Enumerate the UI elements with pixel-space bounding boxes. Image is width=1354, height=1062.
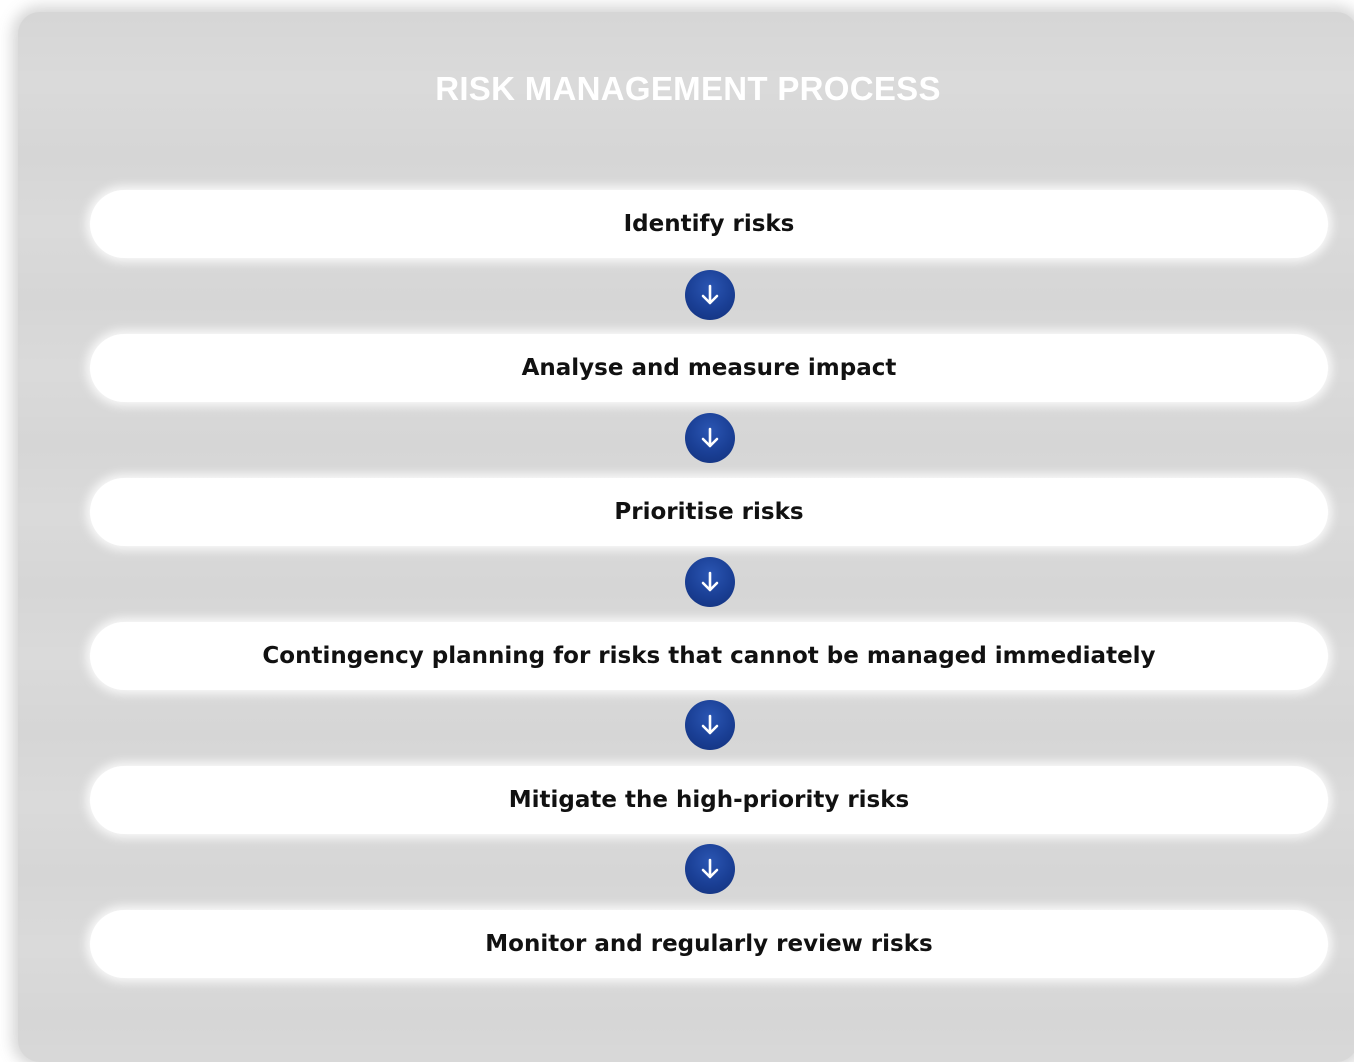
- step-prioritise-risks: Prioritise risks: [90, 478, 1328, 546]
- step-label: Prioritise risks: [614, 499, 804, 525]
- step-contingency-planning: Contingency planning for risks that cann…: [90, 622, 1328, 690]
- arrow-down-icon: [685, 557, 735, 607]
- step-analyse-impact: Analyse and measure impact: [90, 334, 1328, 402]
- step-identify-risks: Identify risks: [90, 190, 1328, 258]
- step-label: Contingency planning for risks that cann…: [262, 643, 1156, 669]
- arrow-down-icon: [685, 700, 735, 750]
- arrow-down-icon: [685, 270, 735, 320]
- step-label: Monitor and regularly review risks: [485, 931, 933, 957]
- step-label: Mitigate the high-priority risks: [508, 787, 910, 813]
- diagram-title: RISK MANAGEMENT PROCESS: [435, 70, 941, 107]
- step-monitor-review: Monitor and regularly review risks: [90, 910, 1328, 978]
- step-label: Analyse and measure impact: [521, 355, 897, 381]
- arrow-down-icon: [685, 413, 735, 463]
- step-mitigate-risks: Mitigate the high-priority risks: [90, 766, 1328, 834]
- step-label: Identify risks: [623, 211, 795, 237]
- diagram-panel: RISK MANAGEMENT PROCESS Identify risks A…: [18, 12, 1354, 1062]
- arrow-down-icon: [685, 844, 735, 894]
